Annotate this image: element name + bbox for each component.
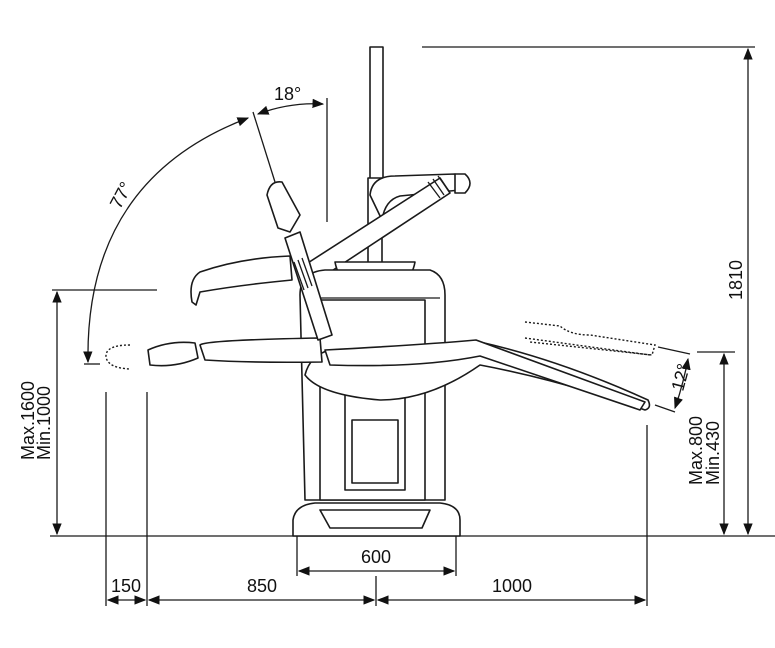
dental-chair-drawing <box>105 46 656 537</box>
legrest-angle-label: 12° <box>668 362 694 393</box>
recline-angle-label: 77° <box>106 178 136 211</box>
center-to-foot-label: 1000 <box>492 576 532 596</box>
extension-lines <box>105 392 648 606</box>
headrest-height-min-label: Min.1000 <box>34 386 54 460</box>
base-width-label: 600 <box>361 547 391 567</box>
seat-height-max-label: Max.800 <box>686 416 706 485</box>
head-to-center-label: 850 <box>247 576 277 596</box>
forward-angle-arc <box>256 98 325 115</box>
seat-height-min-label: Min.430 <box>703 421 723 485</box>
backrest-angle-line <box>252 111 276 183</box>
forward-angle-label: 18° <box>274 84 301 104</box>
total-height-label: 1810 <box>726 260 746 300</box>
recline-angle-arc <box>83 117 250 364</box>
legrest-angle-arc <box>674 357 691 410</box>
headrest-height-max-label: Max.1600 <box>18 381 38 460</box>
legrest-angle-line <box>654 404 676 413</box>
head-clearance-label: 150 <box>111 576 141 596</box>
legrest-angle-line <box>657 346 691 355</box>
